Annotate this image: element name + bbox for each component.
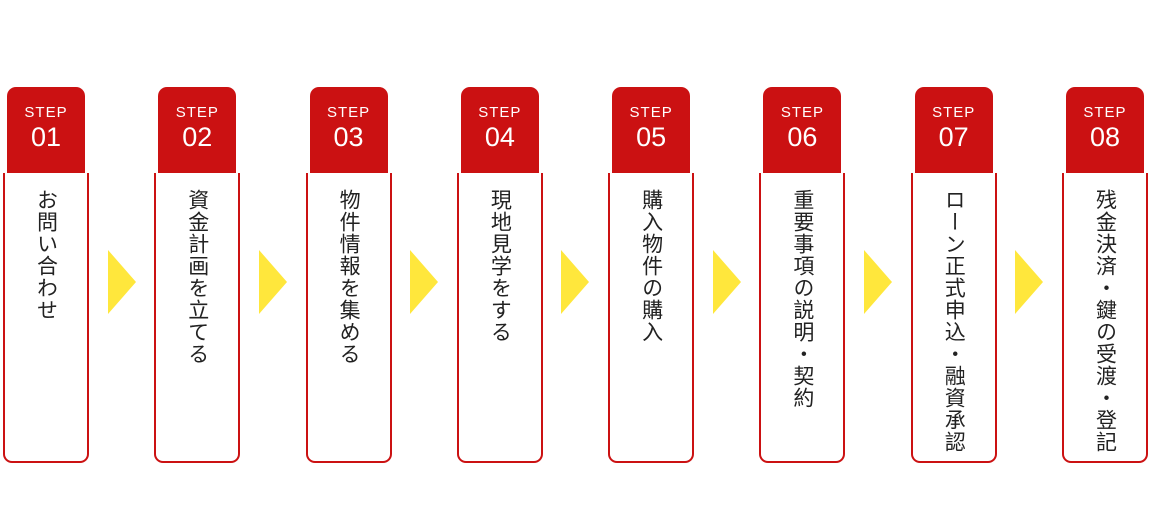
step-header: STEP 07 — [914, 87, 993, 173]
step-number: 02 — [182, 122, 213, 153]
step-label: STEP — [326, 104, 371, 121]
step-card-2: STEP 02 資金計画を立てる — [154, 87, 241, 463]
step-number: 03 — [333, 122, 364, 153]
step-header: STEP 06 — [763, 87, 842, 173]
step-body: お問い合わせ — [3, 173, 89, 463]
step-text: 重要事項の説明・契約 — [790, 189, 814, 409]
step-label: STEP — [1083, 104, 1127, 121]
step-number: 04 — [484, 122, 515, 153]
step-header: STEP 02 — [158, 87, 237, 173]
step-header: STEP 01 — [7, 87, 85, 173]
step-text: 物件情報を集める — [337, 189, 361, 365]
step-body: 購入物件の購入 — [608, 173, 695, 463]
step-body: ローン正式申込・融資承認 — [910, 173, 997, 463]
step-text: お問い合わせ — [34, 189, 58, 321]
step-body: 現地見学をする — [456, 173, 543, 463]
right-arrow-icon — [1015, 250, 1044, 314]
step-number: 01 — [30, 122, 62, 153]
right-arrow-icon — [712, 250, 741, 314]
step-header: STEP 03 — [309, 87, 388, 173]
step-card-6: STEP 06 重要事項の説明・契約 — [759, 87, 846, 463]
step-body: 残金決済・鍵の受渡・登記 — [1061, 173, 1148, 463]
step-card-1: STEP 01 お問い合わせ — [3, 87, 89, 463]
step-card-5: STEP 05 購入物件の購入 — [608, 87, 695, 463]
step-card-3: STEP 03 物件情報を集める — [305, 87, 392, 463]
step-label: STEP — [932, 104, 976, 121]
step-label: STEP — [629, 104, 673, 121]
step-number: 05 — [636, 122, 667, 153]
step-card-7: STEP 07 ローン正式申込・融資承認 — [910, 87, 997, 463]
step-label: STEP — [478, 104, 522, 121]
step-number: 07 — [938, 122, 969, 153]
step-header: STEP 08 — [1065, 87, 1144, 173]
step-text: 資金計画を立てる — [185, 189, 209, 365]
right-arrow-icon — [561, 250, 590, 314]
right-arrow-icon — [410, 250, 439, 314]
step-text: 現地見学をする — [488, 189, 512, 343]
right-arrow-icon — [107, 250, 136, 314]
step-header: STEP 04 — [460, 87, 539, 173]
step-label: STEP — [24, 104, 68, 121]
step-body: 重要事項の説明・契約 — [759, 173, 846, 463]
step-body: 資金計画を立てる — [154, 173, 241, 463]
step-number: 06 — [787, 122, 818, 153]
steps-row: STEP 01 お問い合わせ STEP 02 資金計画を立てる STEP 03 — [3, 87, 1148, 463]
right-arrow-icon — [864, 250, 893, 314]
step-text: 残金決済・鍵の受渡・登記 — [1093, 189, 1117, 453]
step-text: 購入物件の購入 — [639, 189, 663, 343]
step-label: STEP — [780, 104, 824, 121]
step-number: 08 — [1089, 122, 1120, 153]
step-label: STEP — [175, 104, 219, 121]
step-card-8: STEP 08 残金決済・鍵の受渡・登記 — [1061, 87, 1148, 463]
step-text: ローン正式申込・融資承認 — [942, 189, 966, 453]
right-arrow-icon — [258, 250, 287, 314]
step-header: STEP 05 — [612, 87, 691, 173]
step-card-4: STEP 04 現地見学をする — [456, 87, 543, 463]
step-body: 物件情報を集める — [305, 173, 392, 463]
